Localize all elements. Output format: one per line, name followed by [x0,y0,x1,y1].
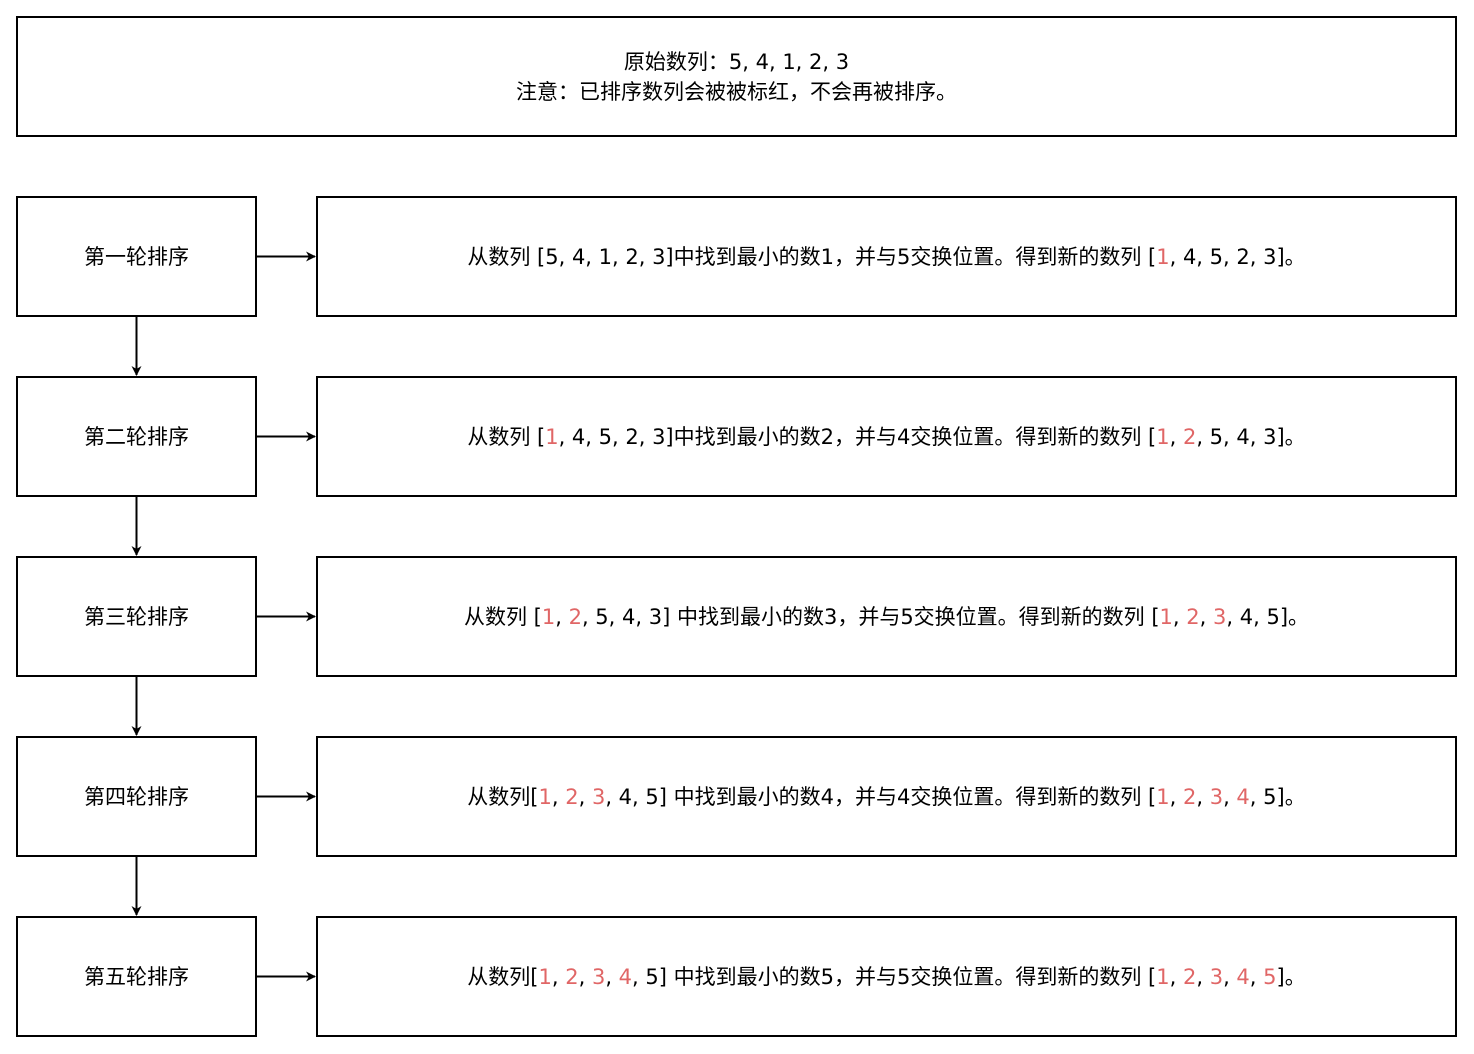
sorted-number: 1 [538,964,552,989]
sorted-number: 1 [1156,424,1170,449]
description-text: , [1172,604,1187,629]
description-text: , [1249,964,1264,989]
sorted-number: 1 [1156,964,1170,989]
description-text: , 4, 5]。 [1226,604,1310,629]
description-text: 从数列 [ [463,604,542,629]
description-text: , [551,964,566,989]
description-text: , [1199,604,1214,629]
sorted-number: 1 [1156,244,1170,269]
sorted-number: 2 [565,964,579,989]
sorted-number: 1 [538,784,552,809]
round-description: 从数列 [1, 4, 5, 2, 3]中找到最小的数2，并与4交换位置。得到新的… [467,422,1305,452]
sorted-number: 2 [568,604,582,629]
sorted-number: 4 [618,964,633,989]
sorted-number: 1 [541,604,556,629]
description-text: , [578,784,592,809]
round-label-box: 第三轮排序 [16,556,257,677]
header-note-box: 原始数列：5, 4, 1, 2, 3 注意：已排序数列会被被标红，不会再被排序。 [16,16,1457,137]
round-description: 从数列[1, 2, 3, 4, 5] 中找到最小的数4，并与4交换位置。得到新的… [467,782,1305,812]
description-text: , [605,964,619,989]
sorted-number: 1 [1159,604,1173,629]
sorted-number: 3 [1213,604,1227,629]
description-text: , 4, 5, 2, 3]。 [1169,244,1306,269]
description-text: , [1169,784,1183,809]
note-text: 注意：已排序数列会被被标红，不会再被排序。 [516,79,957,104]
description-text: 从数列 [5, 4, 1, 2, 3]中找到最小的数1，并与5交换位置。得到新的… [467,244,1157,269]
description-text: ]。 [1276,964,1306,989]
sorted-number: 5 [1263,964,1277,989]
round-label: 第二轮排序 [84,424,189,449]
sorted-number: 4 [1236,784,1250,809]
round-label-box: 第四轮排序 [16,736,257,857]
round-label-box: 第五轮排序 [16,916,257,1037]
description-text: , [1169,424,1183,449]
description-text: 从数列 [ [467,424,546,449]
sorted-number: 3 [1209,964,1224,989]
description-text: , [1196,784,1210,809]
sorted-number: 1 [545,424,559,449]
round-description: 从数列 [5, 4, 1, 2, 3]中找到最小的数1，并与5交换位置。得到新的… [467,242,1305,272]
sorted-number: 2 [1182,964,1197,989]
description-text: , [1223,964,1237,989]
sorted-number: 3 [591,784,606,809]
sorted-number: 3 [591,964,606,989]
description-text: , [1169,964,1183,989]
description-text: , [1196,964,1210,989]
sorted-number: 4 [1236,964,1250,989]
round-description-box: 从数列[1, 2, 3, 4, 5] 中找到最小的数4，并与4交换位置。得到新的… [316,736,1457,857]
round-label: 第四轮排序 [84,784,189,809]
round-label-box: 第一轮排序 [16,196,257,317]
sorted-number: 2 [565,784,579,809]
description-text: 从数列[ [467,964,539,989]
sorted-number: 2 [1182,784,1197,809]
round-description: 从数列 [1, 2, 5, 4, 3] 中找到最小的数3，并与5交换位置。得到新… [464,602,1309,632]
round-description-box: 从数列[1, 2, 3, 4, 5] 中找到最小的数5，并与5交换位置。得到新的… [316,916,1457,1037]
description-text: , 4, 5] 中找到最小的数4，并与4交换位置。得到新的数列 [ [605,784,1157,809]
round-label-box: 第二轮排序 [16,376,257,497]
round-description: 从数列[1, 2, 3, 4, 5] 中找到最小的数5，并与5交换位置。得到新的… [467,962,1305,992]
round-description-box: 从数列 [1, 2, 5, 4, 3] 中找到最小的数3，并与5交换位置。得到新… [316,556,1457,677]
round-description-box: 从数列 [5, 4, 1, 2, 3]中找到最小的数1，并与5交换位置。得到新的… [316,196,1457,317]
sorted-number: 1 [1156,784,1170,809]
description-text: , [578,964,592,989]
round-label: 第一轮排序 [84,244,189,269]
description-text: , [551,784,566,809]
description-text: , [1223,784,1237,809]
original-sequence-text: 原始数列：5, 4, 1, 2, 3 [623,49,850,74]
sorted-number: 3 [1209,784,1224,809]
description-text: , 4, 5, 2, 3]中找到最小的数2，并与4交换位置。得到新的数列 [ [558,424,1157,449]
description-text: , 5, 4, 3] 中找到最小的数3，并与5交换位置。得到新的数列 [ [581,604,1160,629]
sorted-number: 2 [1186,604,1200,629]
description-text: , 5] 中找到最小的数5，并与5交换位置。得到新的数列 [ [632,964,1157,989]
sorted-number: 2 [1182,424,1197,449]
description-text: , 5, 4, 3]。 [1196,424,1306,449]
round-description-box: 从数列 [1, 4, 5, 2, 3]中找到最小的数2，并与4交换位置。得到新的… [316,376,1457,497]
description-text: , 5]。 [1249,784,1306,809]
description-text: , [555,604,569,629]
round-label: 第三轮排序 [84,604,189,629]
round-label: 第五轮排序 [84,964,189,989]
description-text: 从数列[ [467,784,539,809]
